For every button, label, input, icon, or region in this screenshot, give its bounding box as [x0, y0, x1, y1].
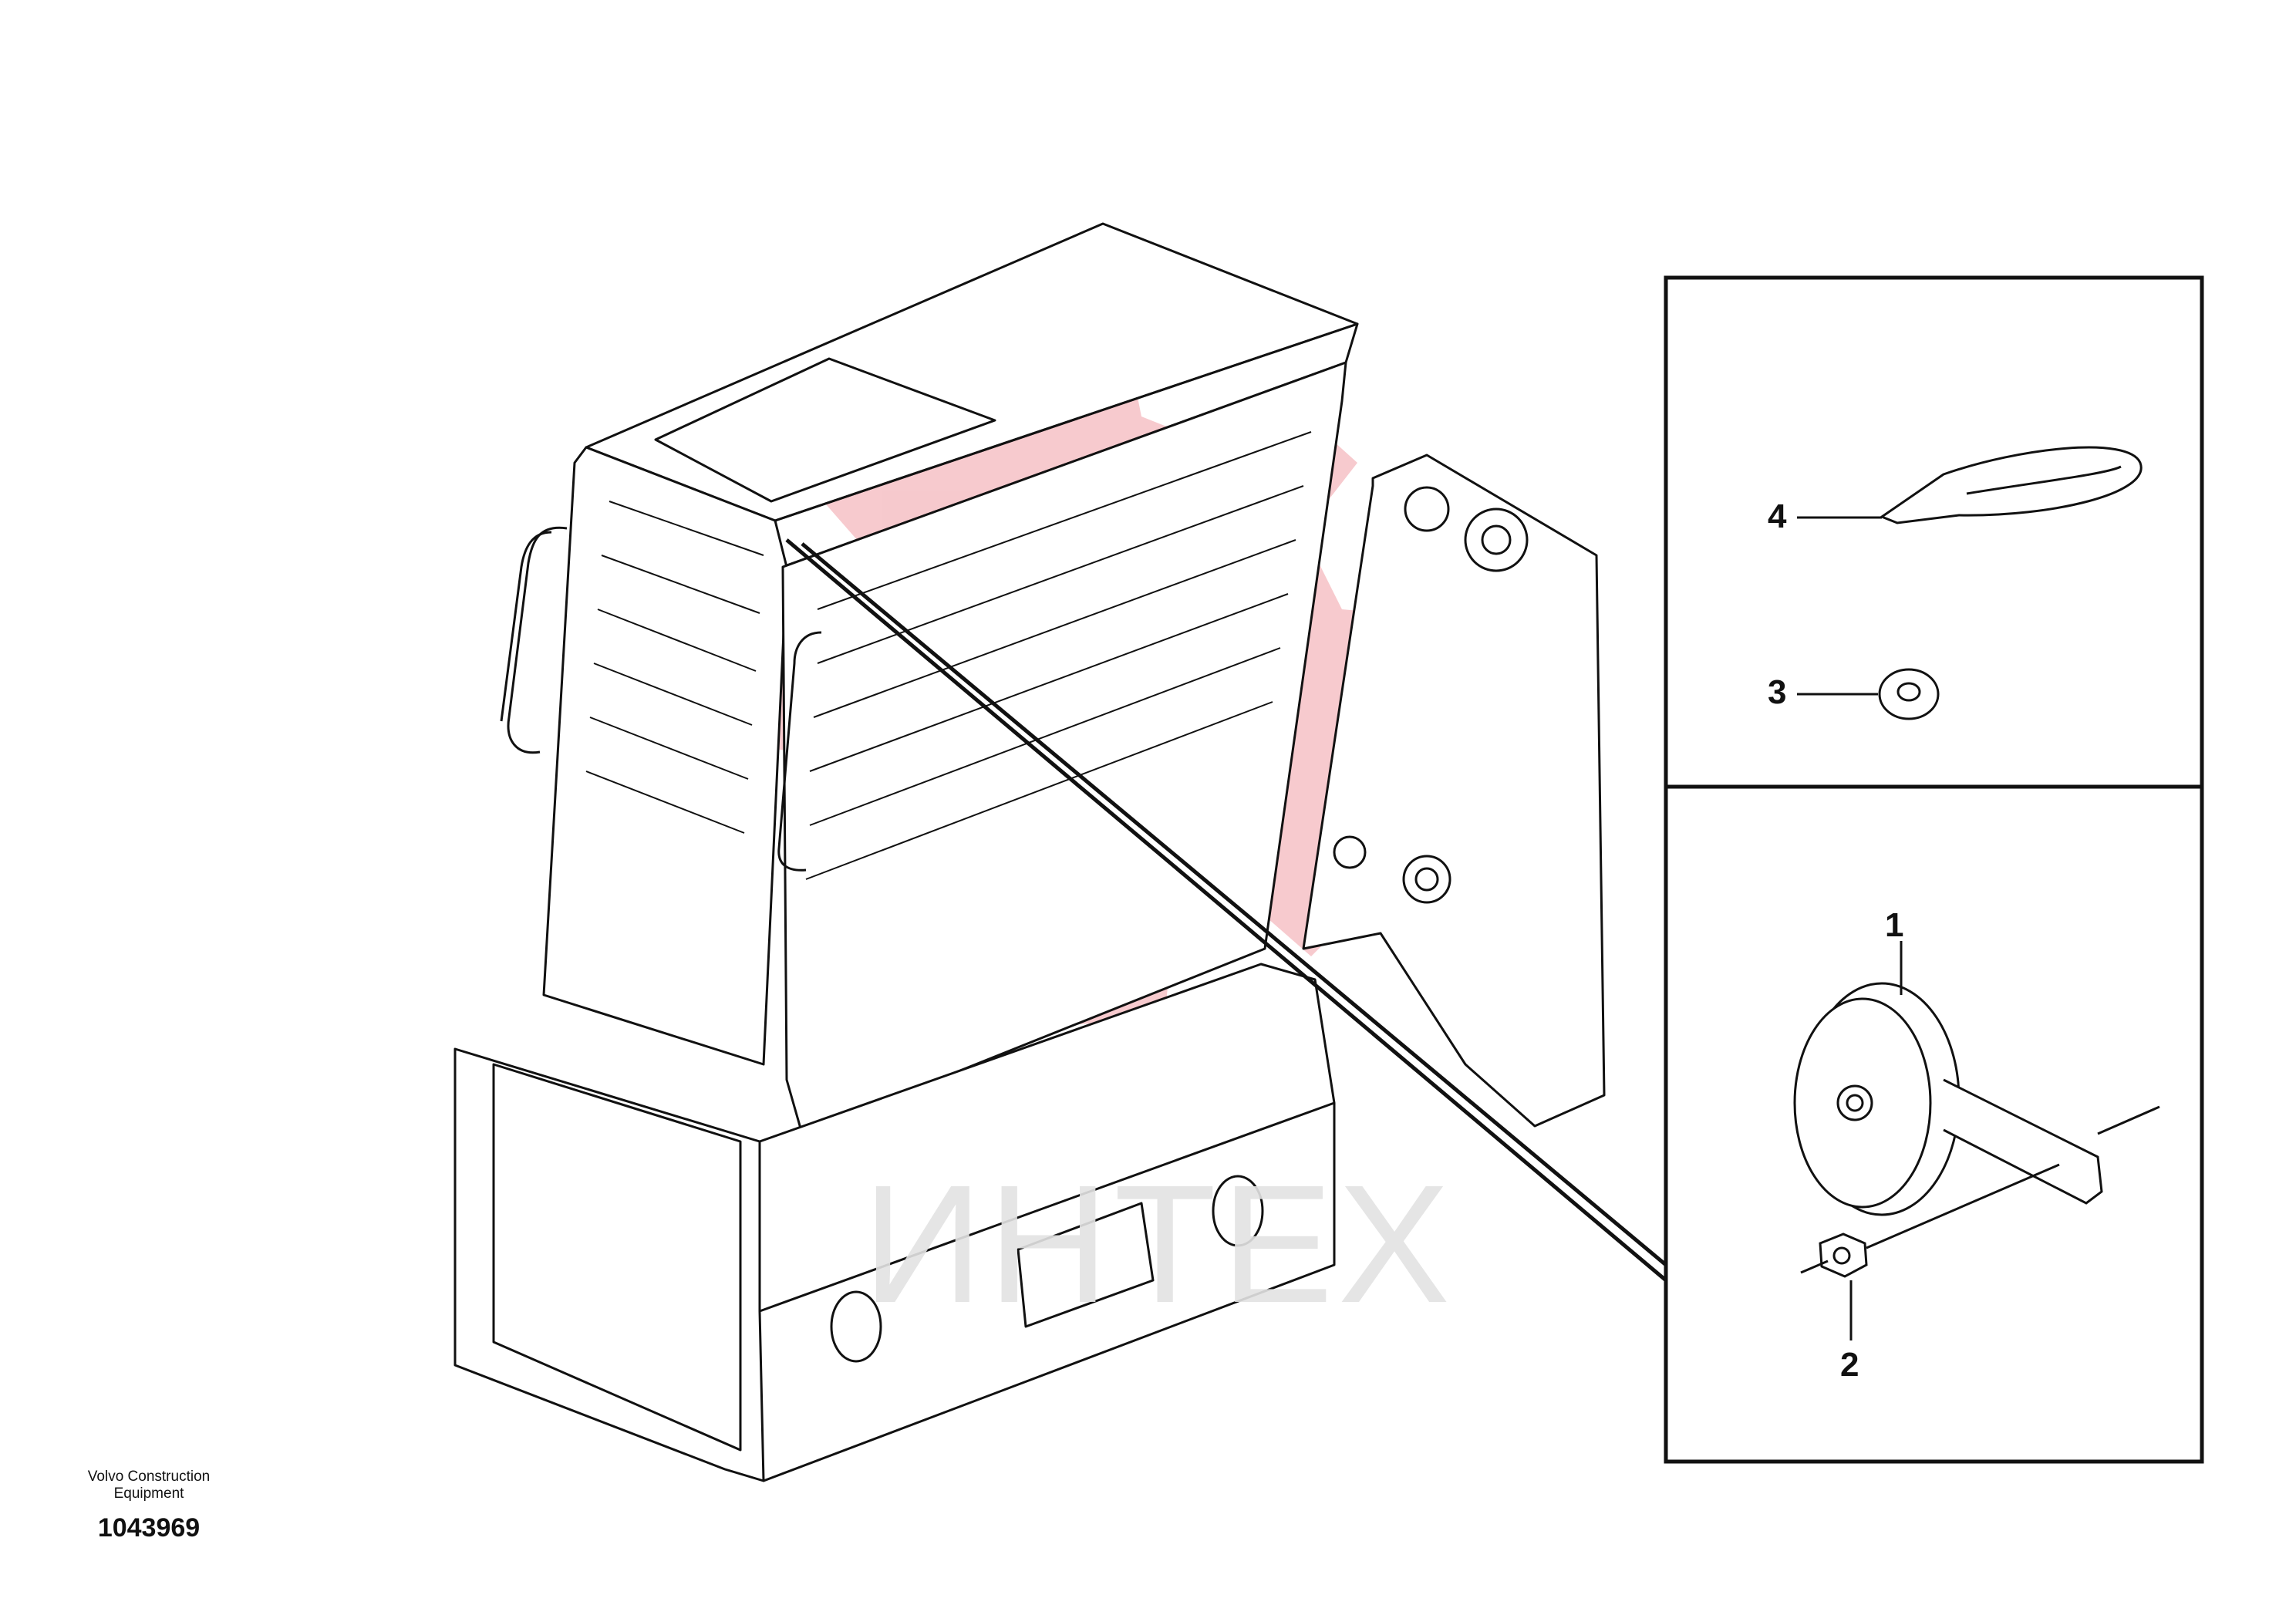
horn-icon: [1793, 982, 2160, 1216]
callout-part-4: 4: [1768, 497, 1787, 535]
callout-part-2: 2: [1840, 1346, 1859, 1384]
frame-assembly: [453, 222, 1606, 1482]
nut-icon: [1800, 1163, 2060, 1278]
publisher-line-1: Volvo Construction: [87, 1469, 211, 1485]
publisher-line-2: Equipment: [113, 1485, 184, 1502]
document-number: 1043969: [97, 1513, 201, 1543]
watermark-text: ИНТЕХ: [862, 1151, 1455, 1338]
publisher-label: Volvo Construction Equipment: [60, 1469, 238, 1502]
cable-tie-icon: [1879, 446, 2143, 524]
callout-part-1: 1: [1885, 906, 1904, 944]
callout-part-3: 3: [1768, 673, 1787, 711]
leader-lines: [785, 538, 1667, 1282]
washer-icon: [1878, 668, 1940, 720]
screen-mesh: [585, 431, 1312, 880]
